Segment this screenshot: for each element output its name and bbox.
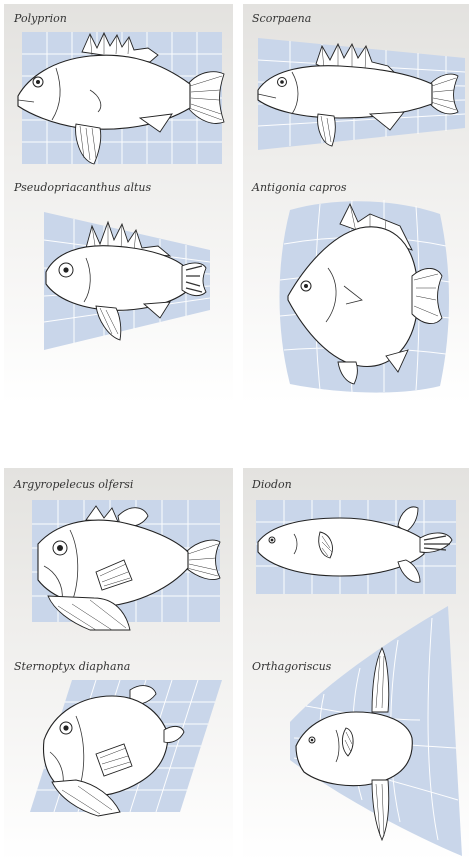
label-polyprion: Polyprion (14, 12, 67, 25)
label-antigonia: Antigonia capros (252, 181, 347, 194)
panel-top-left (4, 4, 233, 404)
label-orthagoriscus: Orthagoriscus (252, 660, 331, 673)
label-argyropelecus: Argyropelecus olfersi (14, 478, 133, 491)
label-sternoptyx: Sternoptyx diaphana (14, 660, 130, 673)
label-diodon: Diodon (252, 478, 292, 491)
panel-top-right (243, 4, 469, 404)
label-scorpaena: Scorpaena (252, 12, 311, 25)
label-pseudopriacanthus: Pseudopriacanthus altus (14, 181, 151, 194)
